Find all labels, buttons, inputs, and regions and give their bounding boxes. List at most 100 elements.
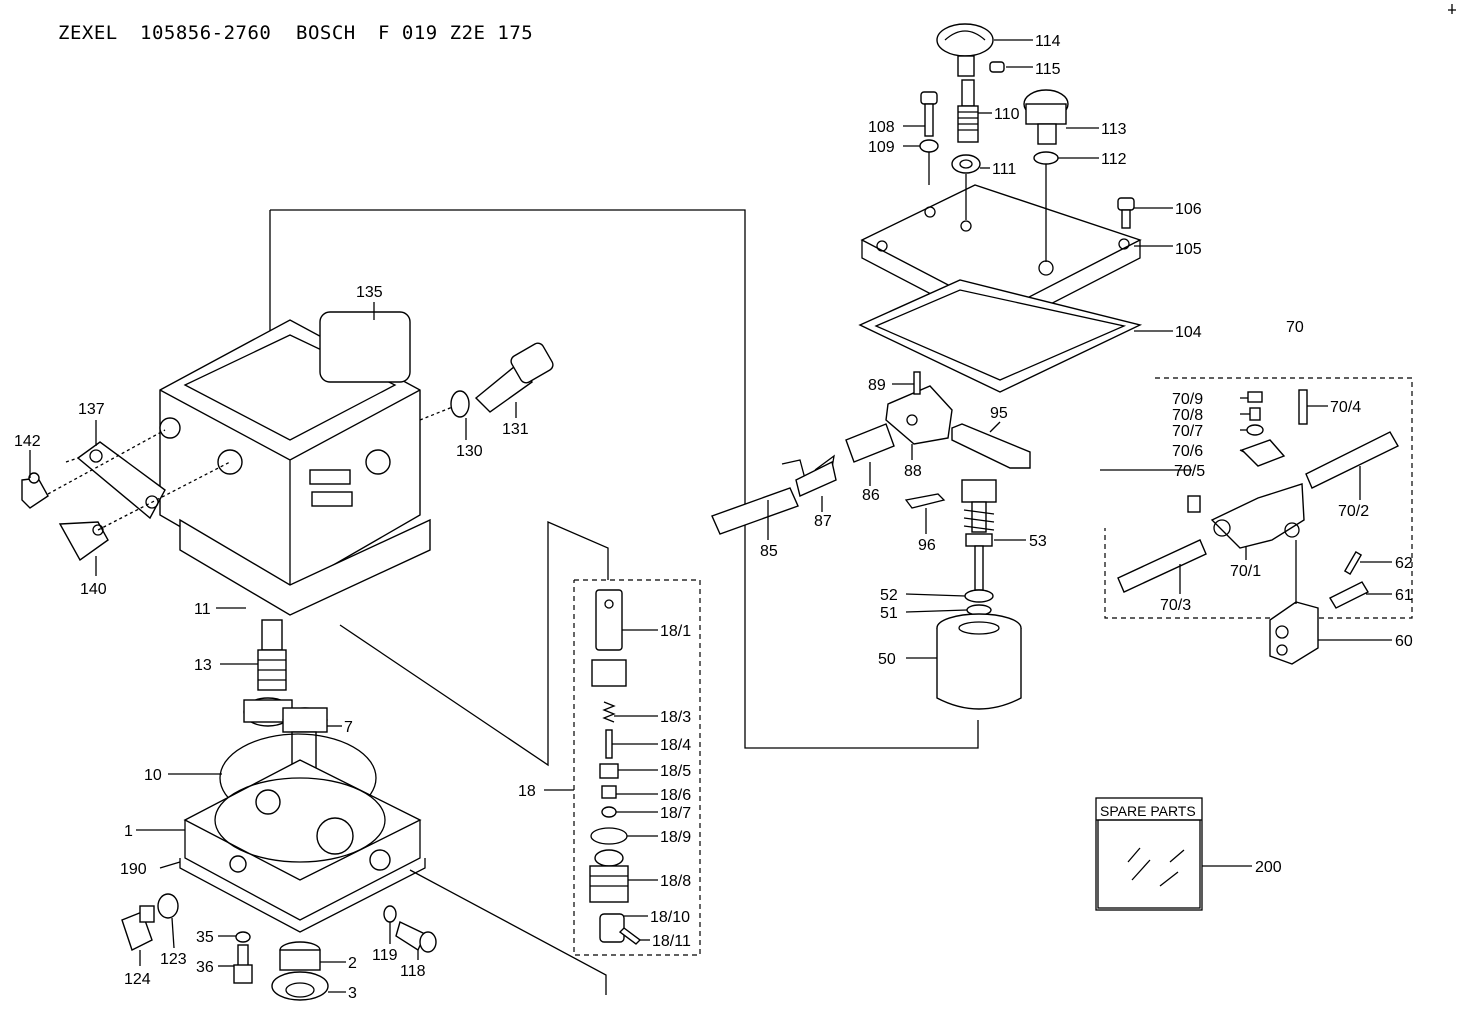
label-95: 95 [990, 405, 1008, 422]
label-89: 89 [868, 377, 886, 394]
label-13: 13 [194, 657, 212, 674]
label-18-1: 18/1 [660, 623, 691, 640]
label-119: 119 [372, 947, 398, 964]
spring-70-7 [1246, 424, 1264, 436]
label-70: 70 [1286, 319, 1304, 336]
label-108: 108 [868, 119, 895, 136]
oring-18-9 [590, 827, 628, 845]
label-18-5: 18/5 [660, 763, 691, 780]
label-18-4: 18/4 [660, 737, 691, 754]
gear-13 [243, 697, 293, 727]
label-106: 106 [1175, 201, 1202, 218]
pump-body-1 [183, 759, 422, 921]
label-10: 10 [144, 767, 162, 784]
screw-70-9 [1247, 391, 1263, 403]
plate-137 [76, 441, 166, 520]
screw-124 [121, 905, 155, 951]
washer-130 [450, 390, 470, 418]
spring-18-3 [602, 701, 616, 723]
label-70-7: 70/7 [1172, 423, 1203, 440]
spare-parts-title: SPARE PARTS [1100, 803, 1196, 819]
label-7: 7 [344, 719, 353, 736]
header-bosch: BOSCH [296, 22, 356, 44]
label-130: 130 [456, 443, 483, 460]
pin-89 [913, 371, 921, 395]
link-line-bottom [409, 869, 607, 995]
label-3: 3 [348, 985, 357, 1002]
label-96: 96 [918, 537, 936, 554]
cap-18-10 [599, 913, 625, 943]
label-110: 110 [994, 106, 1020, 123]
label-113: 113 [1101, 121, 1127, 138]
ring-18-7 [601, 806, 617, 818]
link-60 [1269, 601, 1319, 665]
spring-87 [781, 454, 837, 497]
nut-111 [951, 154, 981, 174]
label-190: 190 [120, 861, 147, 878]
screw-115 [989, 61, 1005, 73]
label-114: 114 [1035, 33, 1061, 50]
part-119 [383, 905, 397, 923]
nut-109 [919, 139, 939, 153]
label-70-1: 70/1 [1230, 563, 1261, 580]
label-36: 36 [196, 959, 214, 976]
header-zexel: ZEXEL [58, 22, 118, 44]
link-line-top [270, 209, 979, 749]
housing-135 [159, 311, 431, 616]
label-137: 137 [78, 401, 105, 418]
sleeve-86 [845, 423, 895, 463]
label-18-9: 18/9 [660, 829, 691, 846]
label-70-4: 70/4 [1330, 399, 1361, 416]
knob-113 [1023, 89, 1069, 145]
label-140: 140 [80, 581, 107, 598]
label-111: 111 [992, 161, 1016, 178]
label-135: 135 [356, 284, 383, 301]
screw-118 [395, 921, 437, 953]
lever-88 [885, 385, 953, 445]
label-109: 109 [868, 139, 895, 156]
label-70-2: 70/2 [1338, 503, 1369, 520]
part-140 [58, 521, 109, 562]
leader-lines [29, 39, 1392, 993]
group-18-box [573, 579, 701, 956]
label-50: 50 [878, 651, 896, 668]
pin-18-4 [605, 729, 613, 759]
label-18: 18 [518, 783, 536, 800]
screw-108 [920, 91, 938, 137]
label-11: 11 [194, 601, 211, 618]
label-53: 53 [1029, 533, 1047, 550]
header-bosch-number: F 019 Z2E 175 [378, 22, 534, 44]
label-87: 87 [814, 513, 832, 530]
label-1: 1 [124, 823, 133, 840]
gasket-190 [179, 858, 426, 933]
screw-35 [235, 931, 251, 943]
label-70-6: 70/6 [1172, 443, 1203, 460]
label-70-5: 70/5 [1174, 463, 1205, 480]
label-2: 2 [348, 955, 357, 972]
plate-70-6 [1240, 439, 1286, 467]
valve-131 [474, 342, 554, 413]
washer-112 [1033, 151, 1059, 165]
label-70-3: 70/3 [1160, 597, 1191, 614]
valve-body-18-8 [589, 849, 629, 903]
label-115: 115 [1035, 61, 1061, 78]
screw-106 [1117, 197, 1135, 229]
pin-62 [1343, 551, 1363, 575]
label-118: 118 [400, 963, 426, 980]
shaft-70-2 [1305, 431, 1399, 489]
corner-mark [1448, 4, 1456, 14]
valve-18-1 [591, 589, 627, 687]
set-screw-70-5 [1187, 495, 1201, 513]
gasket-104 [858, 279, 1143, 393]
shaft-13 [257, 619, 287, 691]
label-18-11: 18/11 [652, 933, 691, 950]
pin-18-11 [618, 927, 642, 945]
washer-123 [157, 893, 179, 919]
spring-18-6 [601, 785, 617, 799]
nut-70-8 [1249, 407, 1261, 421]
label-62: 62 [1395, 555, 1413, 572]
label-51: 51 [880, 605, 898, 622]
label-85: 85 [760, 543, 778, 560]
screw-142 [21, 472, 49, 509]
bearing-2 [279, 941, 321, 971]
